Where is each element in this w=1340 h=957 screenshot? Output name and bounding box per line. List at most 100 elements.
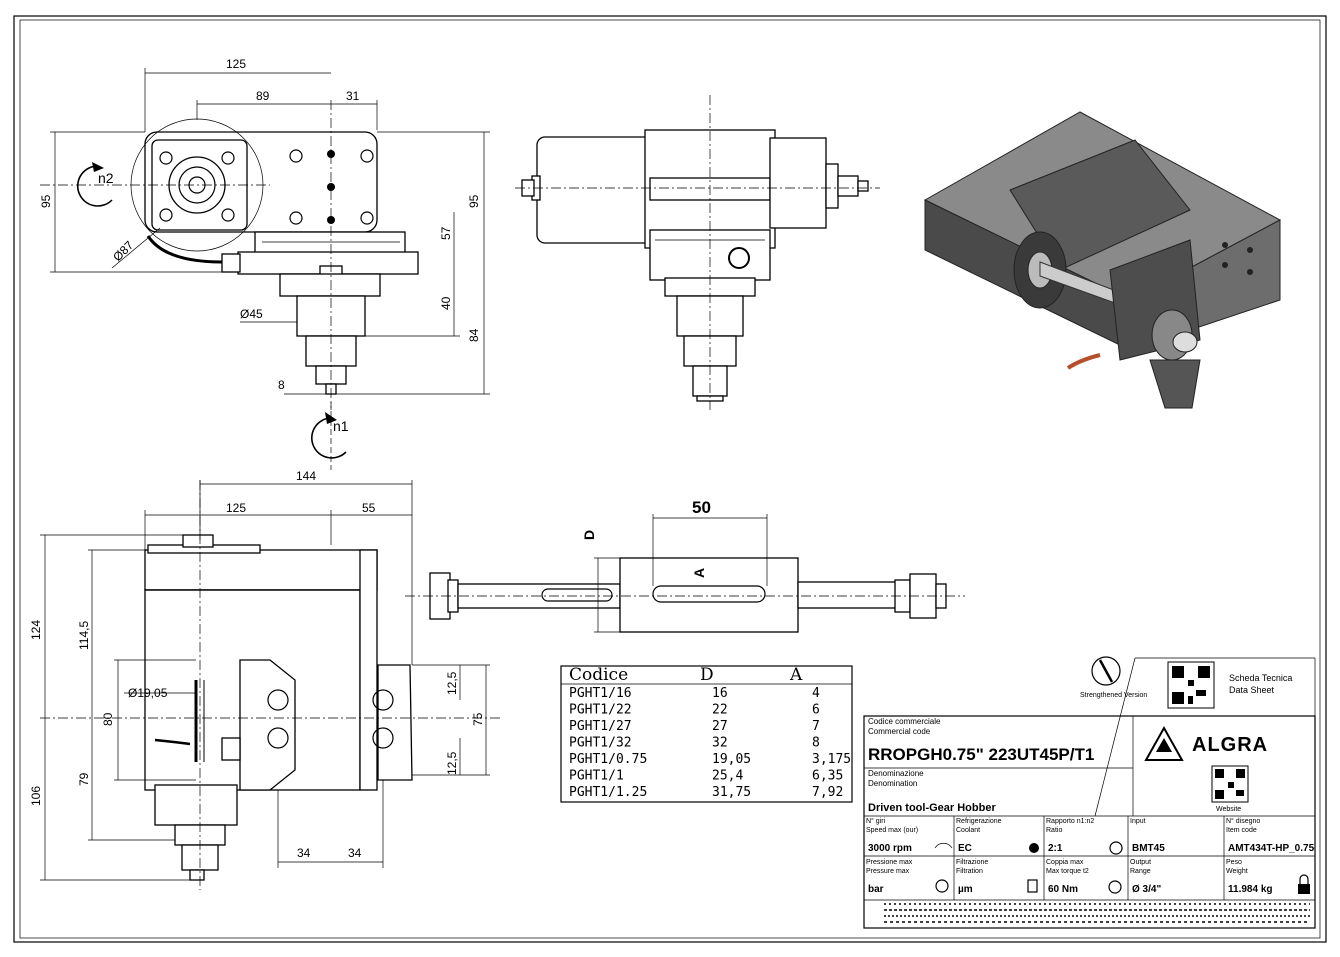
cell-value: 11.984 kg [1228, 884, 1272, 895]
cell-label: Refrigerazione [956, 818, 1002, 825]
bottom-dimensions: 144 125 55 124 114,5 80 79 106 Ø19,05 12… [29, 469, 490, 881]
dim-12-5-top: 12,5 [445, 671, 459, 695]
table-cell: 16 [712, 686, 728, 701]
bottom-view [40, 480, 500, 890]
website-label: Website [1216, 806, 1241, 813]
front-view [40, 100, 419, 410]
dim-12-5-bottom: 12,5 [445, 751, 459, 775]
cell-label: Rapporto n1:n2 [1046, 818, 1094, 825]
cell-value: 3000 rpm [868, 843, 912, 854]
code-label-en: Commercial code [868, 727, 931, 736]
denomination: Driven tool-Gear Hobber [868, 802, 996, 814]
denom-en: Denomination [868, 779, 917, 788]
dim-106: 106 [29, 786, 43, 806]
dim-8: 8 [278, 378, 285, 392]
n2-label: n2 [98, 170, 114, 186]
table-cell: 22 [712, 703, 728, 718]
table-cell: PGHT1/22 [569, 703, 632, 718]
table-cell: 8 [812, 736, 820, 751]
key-width-50: 50 [692, 498, 711, 517]
strengthened-version-label: Strengthened Version [1080, 692, 1147, 699]
cell-label: Speed max (our) [866, 827, 918, 834]
table-cell: 6,35 [812, 769, 843, 784]
th-a: A [789, 665, 803, 685]
cell-label: Max torque t2 [1046, 868, 1089, 875]
table-cell: 3,175 [812, 752, 851, 767]
denom-it: Denominazione [868, 769, 924, 778]
table-cell: 32 [712, 736, 728, 751]
dim-34-left: 34 [297, 846, 311, 860]
dim-144: 144 [296, 469, 316, 483]
dim-55: 55 [362, 501, 376, 515]
lock-icon [1298, 884, 1310, 894]
table-cell: 19,05 [712, 752, 751, 767]
key-dims: 50 D A [581, 498, 768, 633]
brand-name: ALGRA [1192, 734, 1268, 756]
cell-value: 2:1 [1048, 843, 1063, 854]
dia-87: Ø87 [110, 238, 136, 264]
rotation-n1: n1 [311, 402, 349, 470]
dim-125-bottom: 125 [226, 501, 246, 515]
key-shaft-detail [405, 557, 965, 633]
iso-render [923, 111, 1282, 409]
dim-34-right: 34 [348, 846, 362, 860]
pressure-gauge-icon [935, 879, 949, 893]
dim-124: 124 [29, 620, 43, 640]
table-cell: 6 [812, 703, 820, 718]
cell-value: 60 Nm [1048, 884, 1078, 895]
th-d: D [700, 665, 714, 685]
cell-label: Pressure max [866, 868, 910, 875]
cell-value: EC [958, 843, 972, 854]
cell-label: Pressione max [866, 859, 913, 866]
inner-frame [19, 19, 1321, 939]
dim-95-left: 95 [39, 194, 53, 208]
cell-label: N° disegno [1226, 817, 1260, 825]
outer-frame [13, 15, 1327, 943]
label-a: A [691, 568, 707, 578]
dim-84: 84 [467, 328, 481, 342]
side-view [515, 95, 880, 410]
table-cell: PGHT1/32 [569, 736, 632, 751]
cell-label: Peso [1226, 859, 1242, 866]
gear-icon [1109, 841, 1123, 855]
torque-icon [1108, 880, 1122, 894]
label-d: D [581, 530, 597, 540]
n1-label: n1 [333, 418, 349, 434]
dia-45: Ø45 [240, 307, 263, 321]
dim-31: 31 [346, 89, 360, 103]
table-cell: PGHT1/27 [569, 719, 632, 734]
cell-label: Filtrazione [956, 859, 988, 866]
cell-value: BMT45 [1132, 843, 1165, 854]
table-cell: PGHT1/1.25 [569, 785, 647, 800]
title-block: Strengthened Version Scheda Tecnica Data… [863, 656, 1316, 929]
cell-label: N° giri [866, 817, 886, 825]
datasheet-it: Scheda Tecnica [1229, 673, 1292, 683]
cell-label: Coppia max [1046, 859, 1084, 866]
cell-value: µm [958, 884, 973, 895]
table-cell: 27 [712, 719, 728, 734]
dim-95-right: 95 [467, 194, 481, 208]
bin-icon [1027, 879, 1038, 893]
dim-57: 57 [439, 226, 453, 240]
fine-print [884, 903, 1310, 923]
dia-19-05: Ø19,05 [128, 686, 168, 700]
cell-label: Item code [1226, 827, 1257, 834]
cell-label: Coolant [956, 827, 980, 834]
rotation-n2: n2 [76, 162, 114, 207]
table-cell: 31,75 [712, 785, 751, 800]
cell-value: bar [868, 884, 884, 895]
table-cell: 7,92 [812, 785, 843, 800]
cell-label: Output [1130, 859, 1151, 866]
dim-89: 89 [256, 89, 270, 103]
cell-label: Weight [1226, 868, 1248, 875]
table-cell: 4 [812, 686, 820, 701]
table-cell: PGHT1/0.75 [569, 752, 647, 767]
dim-75: 75 [471, 712, 485, 726]
cell-value: AMT434T-HP_0.75 [1228, 843, 1315, 854]
cell-label: Ratio [1046, 827, 1062, 834]
dim-114-5: 114,5 [77, 621, 91, 650]
datasheet-en: Data Sheet [1229, 685, 1275, 695]
dim-80: 80 [101, 712, 115, 726]
cell-value: Ø 3/4" [1132, 884, 1161, 895]
